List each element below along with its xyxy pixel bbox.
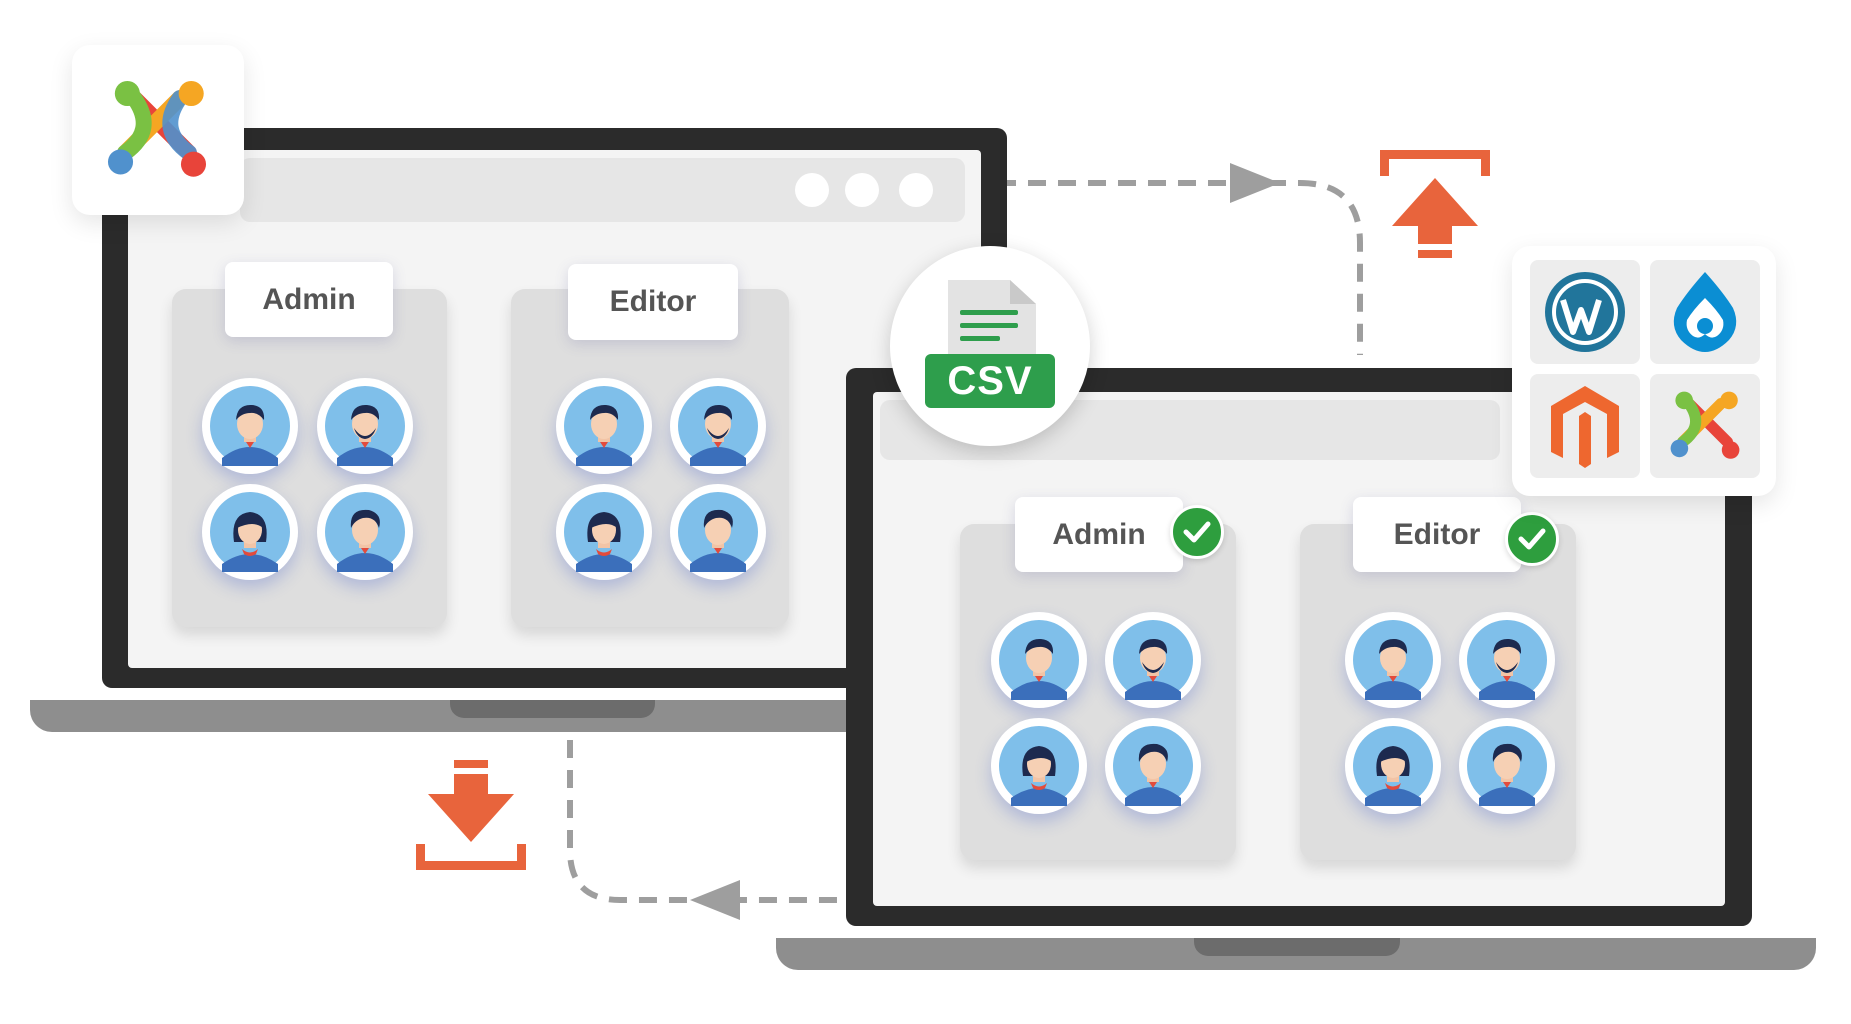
avatar-user	[991, 718, 1087, 814]
magento-logo-icon	[1551, 386, 1619, 468]
drupal-logo-icon	[1673, 272, 1737, 352]
platform-tile-joomla	[1650, 374, 1760, 478]
platform-tile-magento	[1530, 374, 1640, 478]
avatar-user	[1105, 612, 1201, 708]
avatar-user	[670, 484, 766, 580]
csv-file-bubble: CSV	[890, 246, 1090, 446]
source-laptop-notch	[450, 700, 655, 718]
avatar-user	[317, 484, 413, 580]
avatar-user	[1459, 612, 1555, 708]
platform-tile-drupal	[1650, 260, 1760, 364]
target-laptop-notch	[1194, 938, 1400, 956]
avatar-user	[202, 378, 298, 474]
window-dot	[845, 173, 879, 207]
joomla-logo-icon	[107, 80, 207, 177]
check-icon	[1505, 512, 1559, 566]
avatar-user	[670, 378, 766, 474]
target-role-label-editor: Editor	[1353, 497, 1521, 572]
avatar-user	[1345, 718, 1441, 814]
download-icon	[416, 760, 526, 870]
platform-tile-wordpress	[1530, 260, 1640, 364]
upload-icon	[1380, 150, 1490, 258]
target-platforms-card	[1512, 246, 1776, 496]
window-dot	[899, 173, 933, 207]
source-address-bar	[240, 158, 965, 222]
file-document-icon	[948, 280, 1036, 362]
window-dot	[795, 173, 829, 207]
joomla-logo-icon	[1670, 391, 1740, 459]
source-role-label-editor: Editor	[568, 264, 738, 340]
avatar-user	[317, 378, 413, 474]
target-role-label-admin: Admin	[1015, 497, 1183, 572]
csv-badge: CSV	[925, 354, 1055, 408]
wordpress-logo-icon	[1545, 272, 1625, 352]
avatar-user	[202, 484, 298, 580]
check-icon	[1170, 505, 1224, 559]
source-platform-card	[72, 45, 244, 215]
avatar-user	[556, 484, 652, 580]
avatar-user	[991, 612, 1087, 708]
avatar-user	[556, 378, 652, 474]
source-role-label-admin: Admin	[225, 262, 393, 337]
avatar-user	[1105, 718, 1201, 814]
avatar-user	[1459, 718, 1555, 814]
avatar-user	[1345, 612, 1441, 708]
